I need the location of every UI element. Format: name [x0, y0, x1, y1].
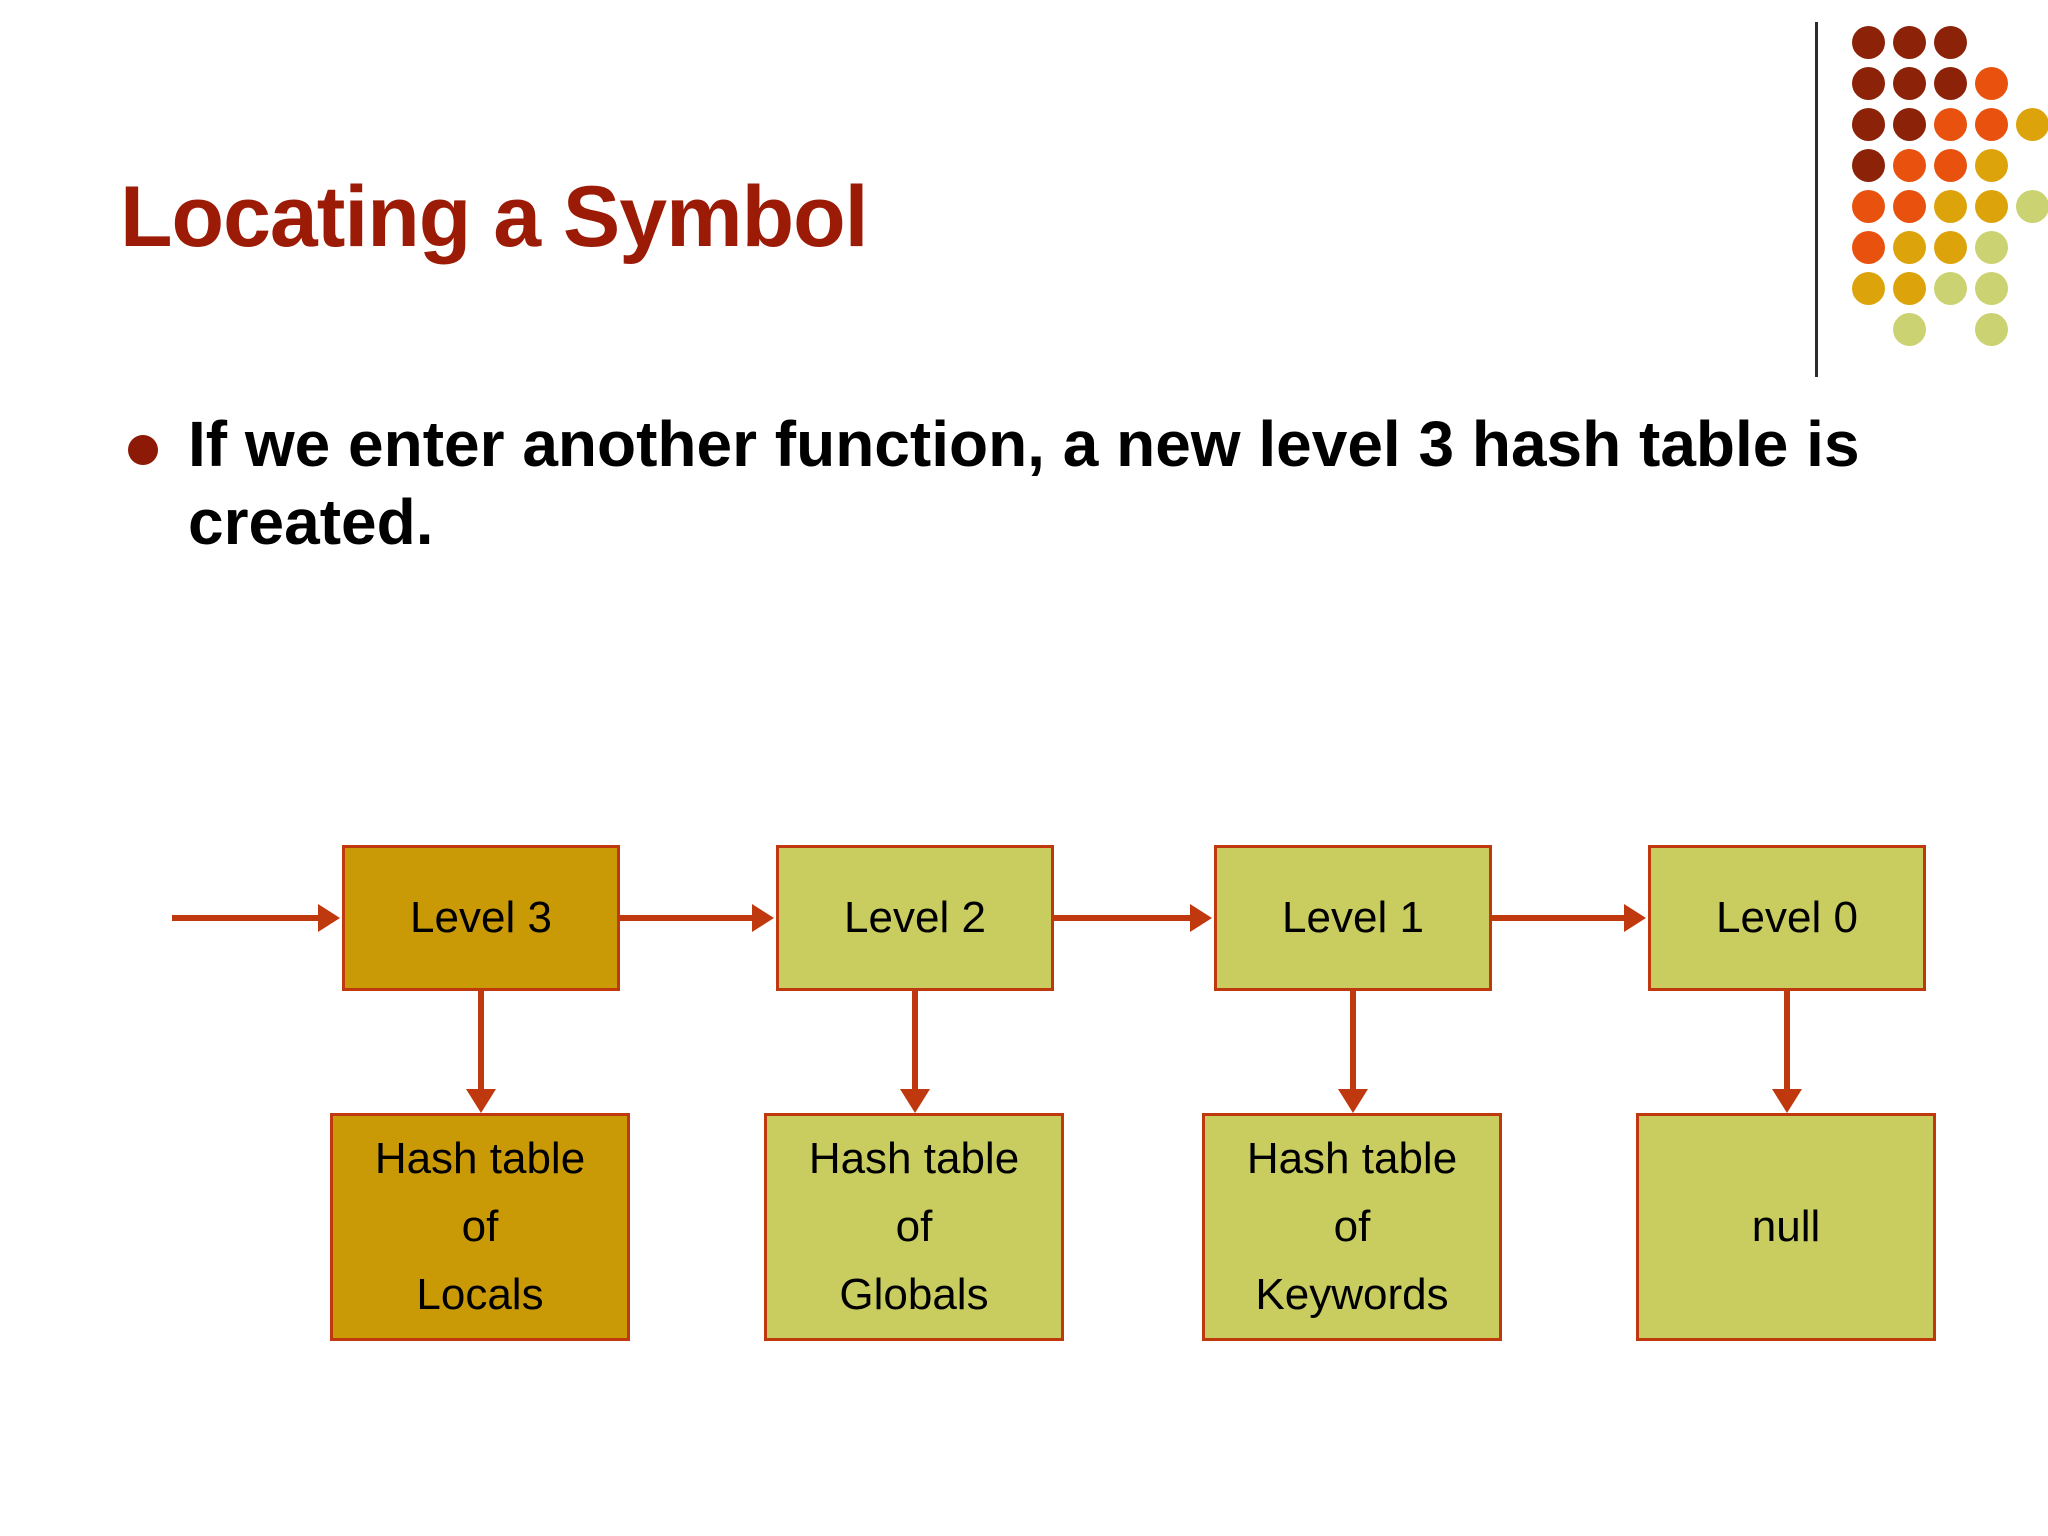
- level-box-level-2[interactable]: Level 2: [776, 845, 1054, 991]
- logo-dot: [1975, 313, 2008, 346]
- logo-dot: [1934, 231, 1967, 264]
- table-connector-2: [1350, 991, 1356, 1091]
- level-connector-arrowhead-0: [752, 904, 774, 932]
- incoming-arrow-line: [172, 915, 320, 921]
- hash-table-box-label: Hash table of Keywords: [1246, 1133, 1458, 1320]
- logo-dot: [1893, 272, 1926, 305]
- logo-dot: [1852, 149, 1885, 182]
- table-connector-arrowhead-3: [1772, 1089, 1802, 1113]
- level-box-label: Level 0: [1716, 892, 1858, 942]
- logo-dot: [2016, 108, 2048, 141]
- table-connector-3: [1784, 991, 1790, 1091]
- hash-table-box-1[interactable]: Hash table of Globals: [764, 1113, 1064, 1341]
- bullet-text: If we enter another function, a new leve…: [188, 408, 1860, 559]
- level-box-label: Level 1: [1282, 892, 1424, 942]
- logo-dot: [1934, 67, 1967, 100]
- hash-table-box-label: Hash table of Locals: [374, 1133, 586, 1320]
- table-connector-arrowhead-1: [900, 1089, 930, 1113]
- bullet-dot-icon: [128, 435, 158, 465]
- logo-dot: [1975, 272, 2008, 305]
- logo-dot: [1893, 67, 1926, 100]
- hash-table-box-label: null: [1751, 1201, 1821, 1251]
- logo-dot: [1975, 231, 2008, 264]
- logo-dot: [1975, 67, 2008, 100]
- logo-dot: [1893, 149, 1926, 182]
- dot-matrix-logo: [1852, 26, 2048, 346]
- logo-dot: [1852, 26, 1885, 59]
- logo-dot: [1893, 108, 1926, 141]
- incoming-arrow-head: [318, 904, 340, 932]
- logo-dot: [1934, 108, 1967, 141]
- table-connector-arrowhead-0: [466, 1089, 496, 1113]
- hash-table-box-label: Hash table of Globals: [808, 1133, 1020, 1320]
- table-connector-arrowhead-2: [1338, 1089, 1368, 1113]
- level-connector-1: [1054, 915, 1192, 921]
- table-connector-1: [912, 991, 918, 1091]
- table-connector-0: [478, 991, 484, 1091]
- logo-dot: [1852, 67, 1885, 100]
- hash-table-box-3[interactable]: null: [1636, 1113, 1936, 1341]
- logo-dot: [1975, 149, 2008, 182]
- level-box-label: Level 3: [410, 892, 552, 942]
- logo-dot: [2016, 190, 2048, 223]
- logo-dot: [1975, 190, 2008, 223]
- logo-dot: [1934, 26, 1967, 59]
- logo-dot: [1893, 26, 1926, 59]
- logo-dot: [1893, 190, 1926, 223]
- page-title: Locating a Symbol: [120, 169, 869, 265]
- logo-dot: [1893, 313, 1926, 346]
- logo-dot: [1852, 108, 1885, 141]
- hash-table-box-0[interactable]: Hash table of Locals: [330, 1113, 630, 1341]
- level-connector-0: [620, 915, 754, 921]
- level-box-level-0[interactable]: Level 0: [1648, 845, 1926, 991]
- logo-dot: [1934, 190, 1967, 223]
- logo-dot: [1934, 272, 1967, 305]
- bullet-item: If we enter another function, a new leve…: [128, 405, 1928, 561]
- level-box-level-1[interactable]: Level 1: [1214, 845, 1492, 991]
- level-connector-arrowhead-2: [1624, 904, 1646, 932]
- hash-table-box-2[interactable]: Hash table of Keywords: [1202, 1113, 1502, 1341]
- logo-dot: [1852, 190, 1885, 223]
- level-connector-arrowhead-1: [1190, 904, 1212, 932]
- logo-dot: [1852, 231, 1885, 264]
- logo-dot: [1852, 272, 1885, 305]
- level-connector-2: [1492, 915, 1626, 921]
- logo-dot: [1934, 149, 1967, 182]
- logo-divider-rule: [1815, 22, 1818, 377]
- level-box-level-3[interactable]: Level 3: [342, 845, 620, 991]
- level-box-label: Level 2: [844, 892, 986, 942]
- logo-dot: [1893, 231, 1926, 264]
- logo-dot: [1975, 108, 2008, 141]
